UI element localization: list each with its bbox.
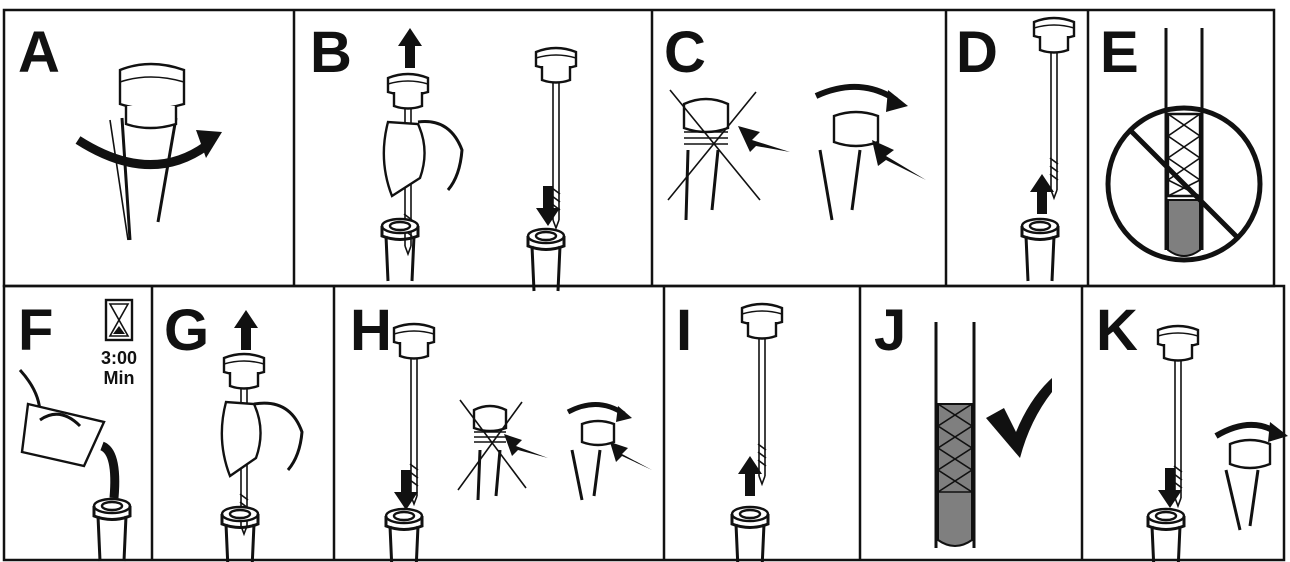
wrong-cap-illustration xyxy=(668,90,790,220)
correct-level-indicator xyxy=(936,322,974,548)
panel-label-b: B xyxy=(310,20,352,85)
wiping-cloth-icon-g xyxy=(222,402,261,476)
correct-cap-illustration xyxy=(816,87,926,220)
dipstick-icon-d xyxy=(1034,18,1074,198)
panel-label-j: J xyxy=(874,298,906,363)
panel-c: C xyxy=(664,20,926,220)
panel-e: E xyxy=(1100,20,1260,260)
panel-i: I xyxy=(676,298,782,562)
panel-label-k: K xyxy=(1096,298,1138,363)
filler-neck-icon-k xyxy=(1148,509,1184,562)
hourglass-icon xyxy=(106,300,132,340)
filler-neck-icon-f xyxy=(94,499,130,561)
panel-j: J xyxy=(874,298,1052,548)
pull-up-arrow-icon-g xyxy=(234,310,258,350)
panel-g: G xyxy=(164,298,302,562)
panel-grid xyxy=(4,10,1284,560)
panel-f: F 3:00 Min xyxy=(18,298,137,561)
cap-tighten-illustration xyxy=(1216,422,1288,530)
dipstick-icon-h xyxy=(394,324,434,504)
wrong-cap-illustration-h xyxy=(458,400,548,500)
filler-neck-icon-2 xyxy=(528,229,564,291)
panel-label-a: A xyxy=(18,20,60,85)
pour-oil-illustration xyxy=(20,370,115,498)
pointing-arrow-icon-2 xyxy=(872,140,926,180)
dipstick-icon-k xyxy=(1158,326,1198,506)
panel-b: B xyxy=(310,20,576,291)
panel-label-g: G xyxy=(164,298,209,363)
panel-h: H xyxy=(350,298,652,562)
rotate-arrow-icon-2 xyxy=(886,90,908,112)
panel-label-h: H xyxy=(350,298,392,363)
panel-a: A xyxy=(18,20,222,240)
timer-value: 3:00 xyxy=(101,348,137,368)
dipstick-insert-icon xyxy=(536,48,576,228)
oil-bottle-icon xyxy=(22,404,104,466)
panel-label-f: F xyxy=(18,298,53,363)
panel-label-c: C xyxy=(664,20,706,85)
panel-d: D xyxy=(956,18,1074,281)
filler-neck-icon-i xyxy=(732,507,768,562)
oil-stream-icon xyxy=(102,446,115,498)
pull-up-arrow-icon xyxy=(398,28,422,68)
pointing-arrow-icon xyxy=(738,126,790,152)
filler-neck-icon-g xyxy=(222,507,258,562)
dipstick-icon-i xyxy=(742,304,782,484)
filler-neck-icon-h xyxy=(386,509,422,562)
check-mark-icon xyxy=(986,378,1052,458)
panel-label-e: E xyxy=(1100,20,1139,85)
timer-unit: Min xyxy=(104,368,135,388)
panel-k: K xyxy=(1096,298,1288,562)
panel-label-d: D xyxy=(956,20,998,85)
filler-neck-icon-d xyxy=(1022,219,1058,281)
cap-unscrew-illustration xyxy=(78,64,222,240)
panel-label-i: I xyxy=(676,298,692,363)
filler-neck-icon xyxy=(382,219,418,281)
push-down-arrow-icon-k xyxy=(1158,468,1182,508)
wiping-cloth-icon xyxy=(384,122,425,196)
correct-cap-illustration-h xyxy=(568,404,652,500)
